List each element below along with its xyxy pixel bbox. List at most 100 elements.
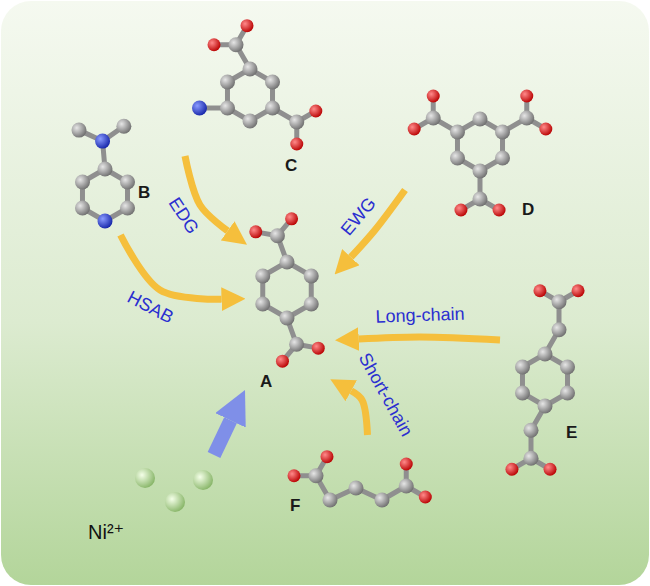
- carbon-atom: [75, 175, 90, 190]
- carbon-atom: [75, 201, 90, 216]
- carbon-atom: [426, 111, 441, 126]
- carbon-atom: [280, 311, 295, 326]
- oxygen-atom: [572, 284, 585, 297]
- carbon-atom: [220, 75, 235, 90]
- oxygen-atom: [544, 463, 557, 476]
- carbon-atom: [552, 294, 567, 309]
- carbon-atom: [265, 101, 280, 116]
- oxygen-atom: [241, 19, 254, 32]
- oxygen-atom: [208, 38, 221, 51]
- carbon-atom: [71, 123, 86, 138]
- ligand-box: E: [500, 280, 600, 480]
- carbon-atom: [524, 423, 539, 438]
- carbon-atom: [560, 360, 575, 375]
- molecule-b: [71, 119, 135, 229]
- compound-letter: A: [260, 372, 272, 392]
- molecule-f: [288, 450, 432, 507]
- carbon-atom: [280, 255, 295, 270]
- carbon-atom: [289, 115, 304, 130]
- oxygen-atom: [285, 212, 298, 225]
- molecule-a: [249, 212, 324, 367]
- ion-label: Ni²⁺: [88, 521, 124, 544]
- ligand-box: D: [405, 85, 555, 225]
- nitrogen-atom: [98, 214, 113, 229]
- ligand-box: B: [60, 105, 170, 235]
- carbon-atom: [524, 451, 539, 466]
- carbon-atom: [473, 112, 488, 127]
- carbon-atom: [538, 399, 553, 414]
- arrow-label-holder: EDG: [164, 194, 202, 238]
- carbon-atom: [450, 125, 465, 140]
- oxygen-atom: [400, 458, 413, 471]
- oxygen-atom: [276, 355, 289, 368]
- molecule-d: [408, 90, 553, 217]
- oxygen-atom: [419, 491, 432, 504]
- oxygen-atom: [312, 342, 325, 355]
- arrow-label: EWG: [338, 194, 381, 240]
- oxygen-atom: [408, 123, 421, 136]
- carbon-atom: [560, 386, 575, 401]
- carbon-atom: [304, 297, 319, 312]
- molecules: [71, 19, 584, 512]
- oxygen-atom: [288, 469, 301, 482]
- carbon-atom: [120, 201, 135, 216]
- oxygen-atom: [520, 90, 533, 103]
- arrow-label-holder: Short-chain: [354, 350, 416, 440]
- compound-letter: C: [285, 156, 297, 176]
- nitrogen-atom: [192, 101, 207, 116]
- carbon-atom: [495, 151, 510, 166]
- modification-arrow: [359, 337, 500, 340]
- oxygen-atom: [505, 463, 518, 476]
- nickel-ion: [193, 470, 213, 490]
- nickel-ion: [165, 492, 185, 512]
- carbon-atom: [538, 347, 553, 362]
- carbon-atom: [450, 151, 465, 166]
- oxygen-atom: [493, 204, 506, 217]
- arrow-label: HSAB: [124, 288, 177, 328]
- oxygen-atom: [539, 123, 552, 136]
- arrow-label: EDG: [164, 194, 202, 238]
- nickel-ions: [135, 468, 213, 512]
- compound-letter: D: [522, 200, 534, 220]
- carbon-atom: [116, 119, 131, 134]
- carbon-atom: [255, 297, 270, 312]
- arrow-label: Short-chain: [354, 350, 416, 440]
- carbon-atom: [473, 192, 488, 207]
- compound-letter: F: [290, 496, 300, 516]
- oxygen-atom: [454, 204, 467, 217]
- nickel-ion: [135, 468, 155, 488]
- arrow-label-holder: EWG: [338, 194, 381, 240]
- carbon-atom: [270, 228, 285, 243]
- modification-arrow: [351, 391, 367, 435]
- ligand-box: F: [285, 435, 435, 520]
- compound-letter: B: [138, 183, 150, 203]
- molecule-c: [192, 19, 322, 150]
- carbon-atom: [349, 481, 364, 496]
- carbon-atom: [495, 125, 510, 140]
- carbon-atom: [515, 386, 530, 401]
- oxygen-atom: [309, 105, 322, 118]
- carbon-atom: [243, 62, 258, 77]
- carbon-atom: [519, 111, 534, 126]
- carbon-atom: [304, 269, 319, 284]
- metal-ion-box: Ni²⁺: [70, 455, 230, 560]
- carbon-atom: [552, 322, 567, 337]
- carbon-atom: [265, 75, 280, 90]
- carbon-atom: [289, 337, 304, 352]
- carbon-atom: [515, 360, 530, 375]
- ligand-box: C: [185, 20, 320, 180]
- carbon-atom: [323, 493, 338, 508]
- arrow-label-holder: Long-chain: [375, 305, 465, 328]
- coordination-arrow: [214, 420, 231, 455]
- oxygen-atom: [249, 225, 262, 238]
- compound-letter: E: [566, 423, 577, 443]
- nitrogen-atom: [95, 134, 110, 149]
- carbon-atom: [220, 101, 235, 116]
- arrow-label: Long-chain: [375, 305, 465, 328]
- molecule-e: [505, 284, 584, 475]
